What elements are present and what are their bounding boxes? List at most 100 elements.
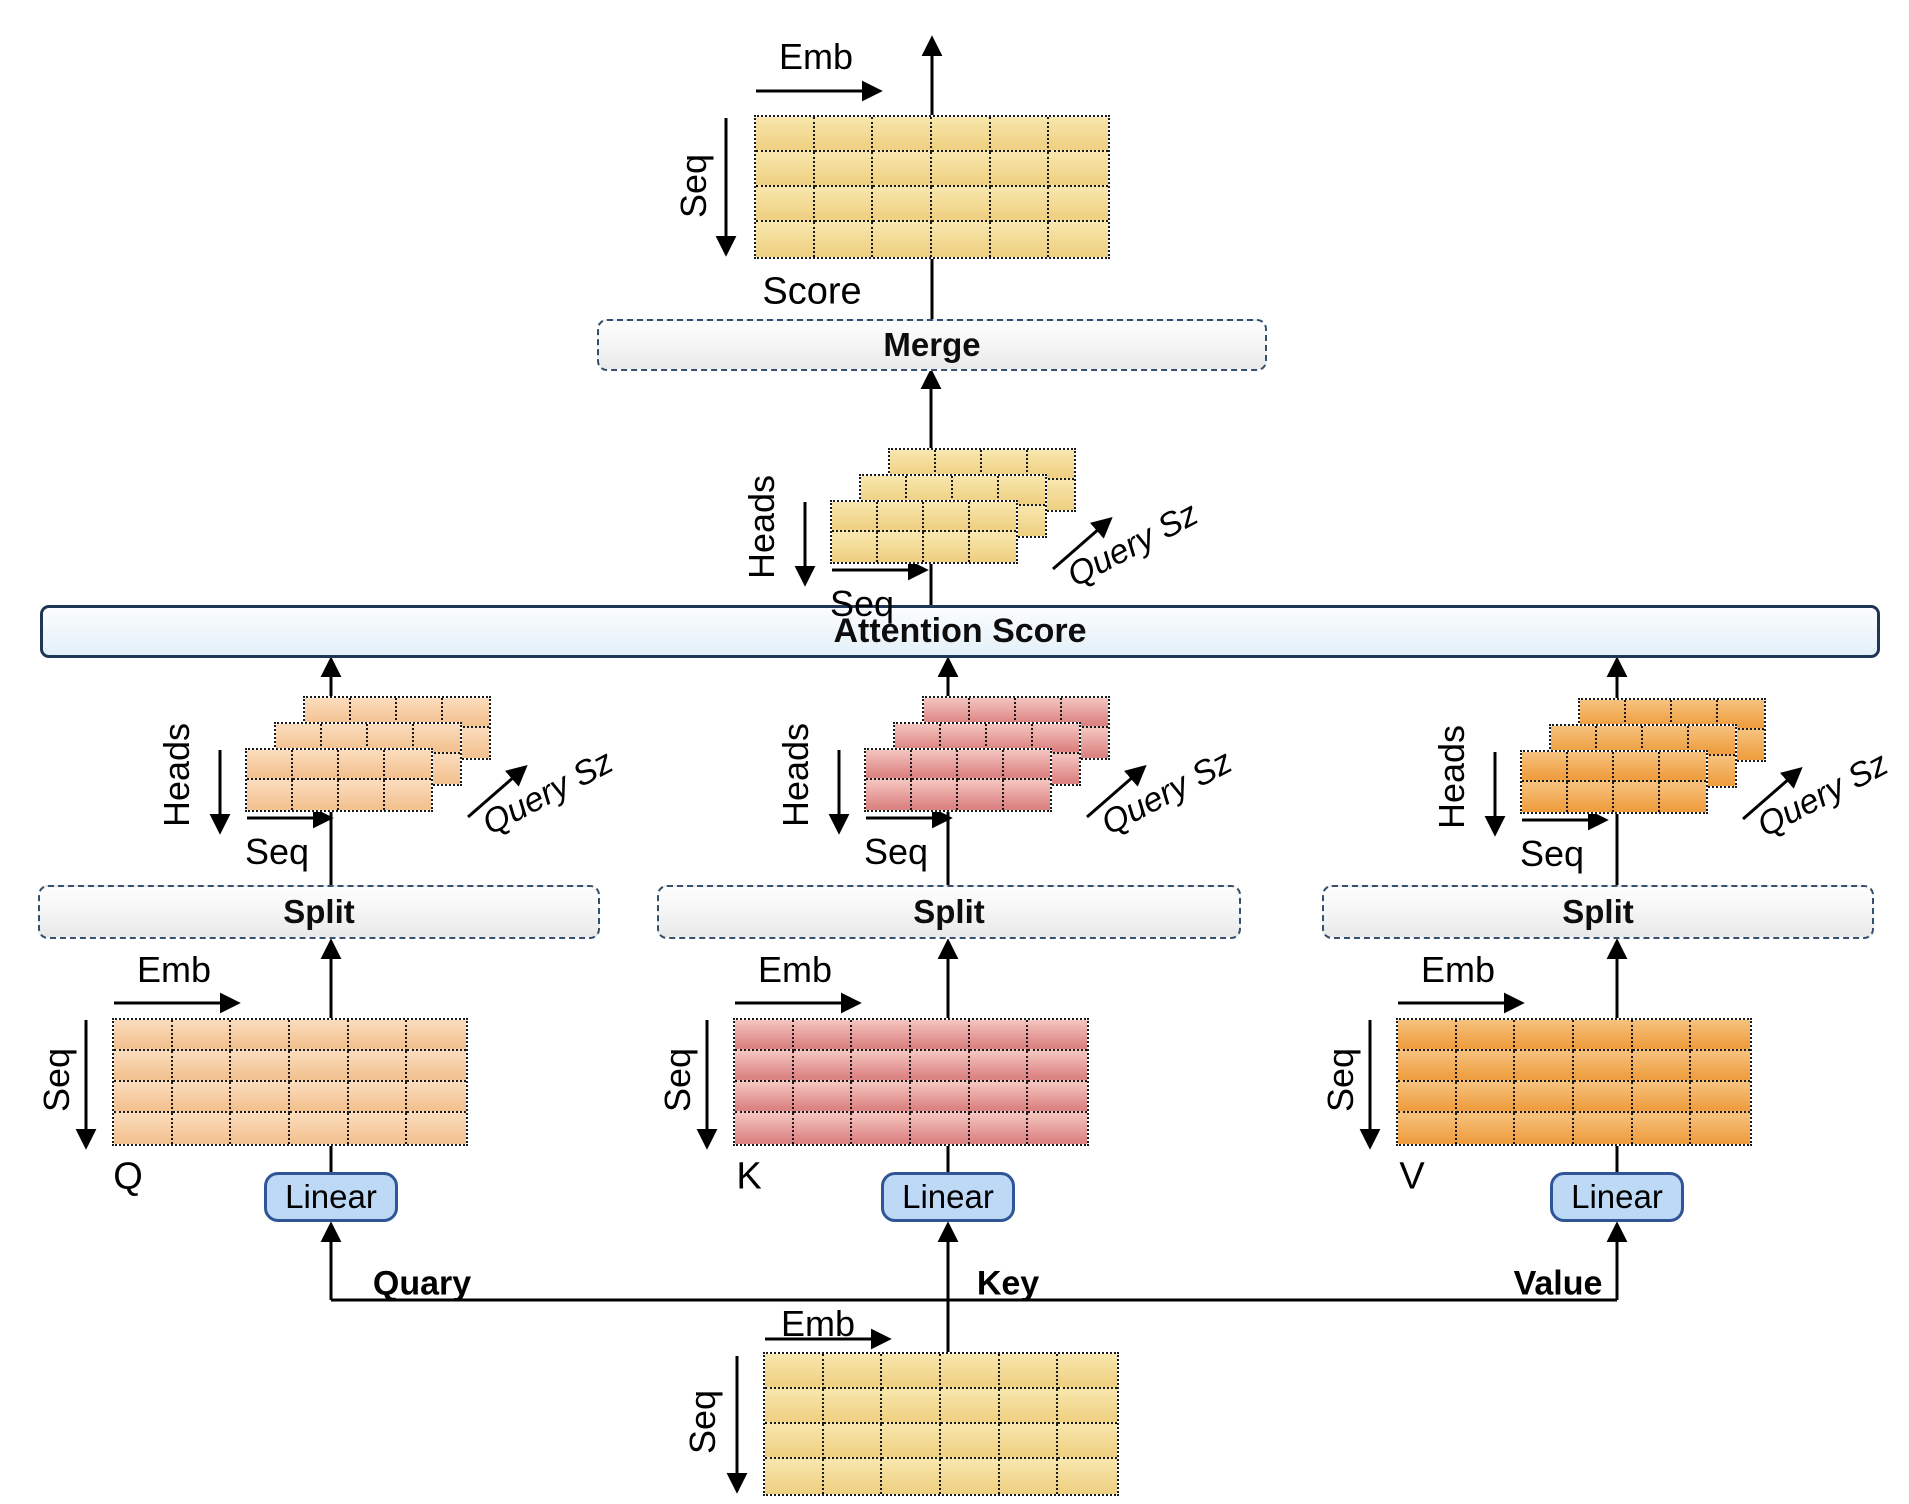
linear-label: Linear — [285, 1178, 377, 1215]
matrix-cell — [882, 1424, 941, 1459]
matrix-cell — [1568, 782, 1614, 812]
matrix-cell — [924, 532, 970, 562]
matrix-cell — [1049, 222, 1108, 257]
seq-axis-label: Seq — [1320, 1047, 1361, 1113]
matrix-cell — [1632, 1082, 1692, 1113]
matrix-cell — [114, 1020, 173, 1051]
matrix-cell — [1398, 1082, 1457, 1113]
matrix-cell — [1522, 782, 1568, 812]
matrix-cell — [385, 750, 431, 780]
matrix-cell — [1028, 1020, 1087, 1051]
matrix-cell — [873, 187, 932, 222]
split-box-value: Split — [1322, 885, 1874, 939]
matrix-cell — [1574, 1051, 1633, 1082]
seq-axis-label: Seq — [829, 583, 895, 624]
matrix-cell — [969, 1113, 1029, 1144]
matrix-cell — [924, 502, 970, 532]
matrix-cell — [911, 1051, 970, 1082]
matrix-cell — [832, 502, 878, 532]
emb-axis-label: Emb — [778, 36, 854, 77]
matrix-cell — [990, 187, 1050, 222]
matrix-cell — [290, 1051, 349, 1082]
matrix-cell — [932, 222, 991, 257]
matrix-cell — [348, 1020, 408, 1051]
matrix-cell — [878, 502, 924, 532]
matrix-cell — [172, 1051, 232, 1082]
matrix-cell — [793, 1051, 853, 1082]
split-label: Split — [1562, 893, 1634, 930]
matrix-cell — [1049, 152, 1108, 187]
matrix-cell — [866, 780, 912, 810]
matrix-cell — [814, 117, 874, 152]
matrix-cell — [293, 780, 339, 810]
matrix-cell — [735, 1113, 794, 1144]
score-matrix-label: Score — [762, 270, 862, 313]
matrix-cell — [1456, 1082, 1516, 1113]
matrix-cell — [1568, 752, 1614, 782]
query-size-arrow-q-stack — [467, 764, 528, 819]
matrix-cell — [999, 1424, 1059, 1459]
seq-axis-label: Seq — [36, 1047, 77, 1113]
matrix-cell — [735, 1051, 794, 1082]
matrix-cell — [1004, 780, 1050, 810]
matrix-cell — [735, 1082, 794, 1113]
matrix-cell — [1028, 1082, 1087, 1113]
matrix-cell — [1632, 1020, 1692, 1051]
matrix-cell — [1398, 1020, 1457, 1051]
matrix-cell — [1058, 1459, 1117, 1494]
seq-axis-label: Seq — [673, 153, 714, 219]
seq-axis-label: Seq — [657, 1047, 698, 1113]
heads-axis-label: Heads — [741, 474, 782, 580]
linear-box-query: Linear — [264, 1172, 398, 1222]
matrix-cell — [814, 187, 874, 222]
matrix-cell — [1049, 117, 1108, 152]
matrix-cell — [765, 1424, 824, 1459]
matrix-cell — [882, 1459, 941, 1494]
matrix-cell — [290, 1113, 349, 1144]
k-stack-layer-front — [864, 748, 1052, 812]
matrix-cell — [1456, 1051, 1516, 1082]
matrix-cell — [990, 117, 1050, 152]
matrix-cell — [852, 1051, 911, 1082]
split-box-key: Split — [657, 885, 1241, 939]
emb-axis-label: Emb — [757, 949, 833, 990]
matrix-cell — [969, 1020, 1029, 1051]
matrix-cell — [823, 1424, 883, 1459]
matrix-cell — [882, 1389, 941, 1424]
matrix-cell — [231, 1051, 290, 1082]
matrix-cell — [990, 152, 1050, 187]
matrix-cell — [1456, 1020, 1516, 1051]
matrix-cell — [999, 1389, 1059, 1424]
matrix-cell — [1660, 782, 1706, 812]
k-matrix-label: K — [736, 1155, 762, 1198]
matrix-cell — [756, 222, 815, 257]
matrix-cell — [969, 1051, 1029, 1082]
matrix-cell — [765, 1354, 824, 1389]
linear-box-key: Linear — [881, 1172, 1015, 1222]
matrix-cell — [348, 1113, 408, 1144]
matrix-cell — [970, 502, 1016, 532]
heads-axis-label: Heads — [775, 722, 816, 828]
value-branch-label: Value — [1513, 1264, 1603, 1303]
matrix-cell — [385, 780, 431, 810]
matrix-cell — [231, 1020, 290, 1051]
matrix-cell — [407, 1051, 466, 1082]
matrix-cell — [941, 1354, 1000, 1389]
matrix-cell — [114, 1051, 173, 1082]
matrix-cell — [852, 1082, 911, 1113]
query-size-arrow-k-stack — [1086, 764, 1147, 819]
matrix-cell — [882, 1354, 941, 1389]
matrix-cell — [999, 1459, 1059, 1494]
matrix-cell — [247, 750, 293, 780]
merge-label: Merge — [883, 326, 981, 363]
matrix-cell — [1632, 1113, 1692, 1144]
matrix-cell — [339, 780, 385, 810]
split-label: Split — [913, 893, 985, 930]
matrix-cell — [958, 780, 1004, 810]
linear-label: Linear — [1571, 1178, 1663, 1215]
matrix-cell — [339, 750, 385, 780]
matrix-cell — [348, 1051, 408, 1082]
matrix-cell — [999, 1354, 1059, 1389]
matrix-cell — [823, 1354, 883, 1389]
attention-score-bar: Attention Score — [40, 605, 1880, 658]
